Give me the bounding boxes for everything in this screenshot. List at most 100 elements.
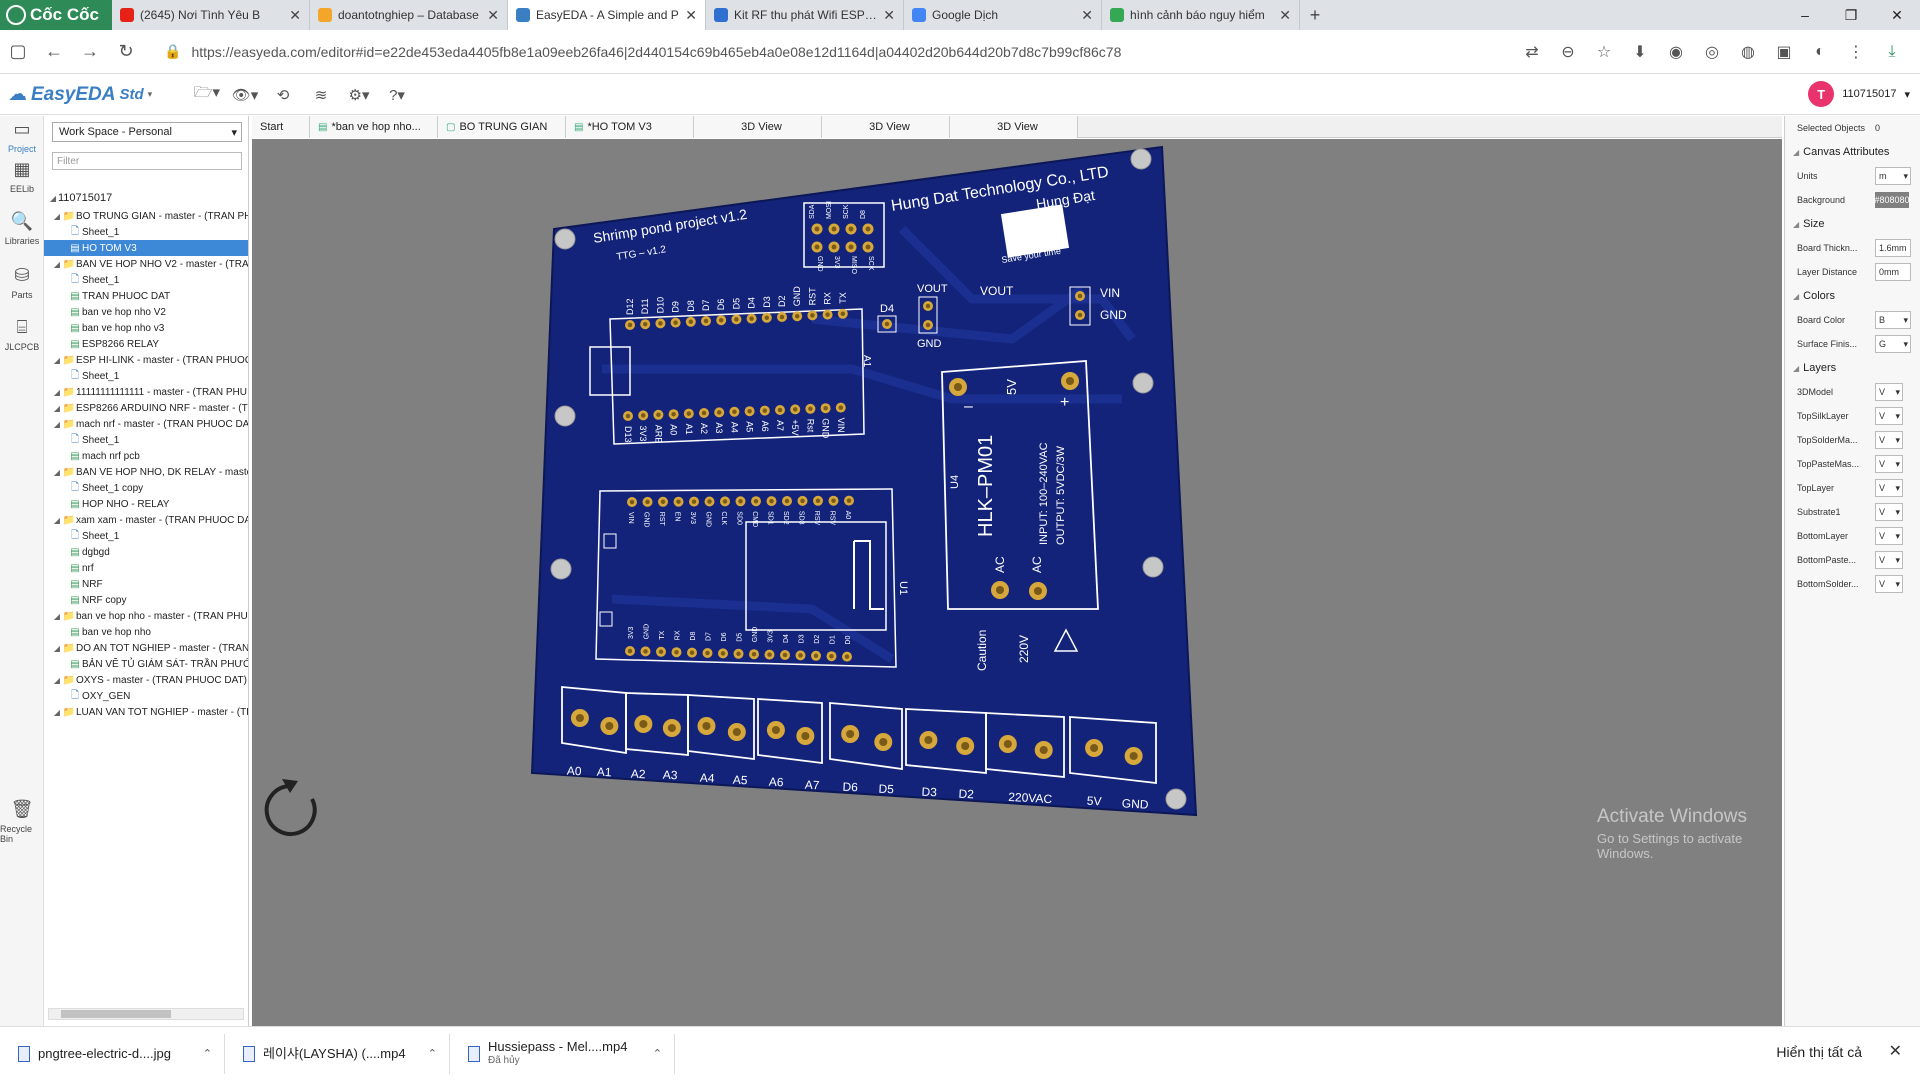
- horizontal-scrollbar[interactable]: [48, 1008, 244, 1020]
- layer-visibility-select[interactable]: V▾: [1875, 503, 1903, 521]
- user-menu[interactable]: T 110715017 ▾: [1808, 81, 1910, 107]
- layers-section[interactable]: ◢Layers: [1785, 356, 1920, 380]
- board-color-select[interactable]: B▾: [1875, 311, 1911, 329]
- help-icon[interactable]: ?▾: [389, 86, 405, 104]
- filter-input[interactable]: Filter: [52, 152, 242, 170]
- expand-icon[interactable]: ◢: [53, 707, 61, 717]
- tree-item-folder[interactable]: ◢📁mach nrf - master - (TRAN PHUOC DA: [44, 416, 248, 432]
- browser-tab[interactable]: doantotnghiep – Database✕: [310, 0, 508, 30]
- tree-item-sheet[interactable]: 🗋Sheet_1: [44, 224, 248, 240]
- doc-tab[interactable]: ▢BO TRUNG GIAN: [438, 116, 566, 138]
- rail-eelib[interactable]: ▦EELib: [0, 156, 44, 195]
- workspace-select[interactable]: Work Space - Personal ▾: [52, 122, 242, 142]
- show-all-downloads-link[interactable]: Hiển thị tất cả: [1776, 1044, 1862, 1060]
- surface-finish-select[interactable]: G▾: [1875, 335, 1911, 353]
- tree-root[interactable]: ◢110715017: [44, 188, 248, 208]
- tree-item-pcb[interactable]: ▤ban ve hop nho: [44, 624, 248, 640]
- extension-icon[interactable]: ◉: [1669, 43, 1683, 61]
- extension-icon-2[interactable]: ◎: [1705, 43, 1719, 61]
- tree-item-pcb[interactable]: ▤HOP NHO - RELAY: [44, 496, 248, 512]
- settings-gear-icon[interactable]: ⚙▾: [348, 86, 370, 104]
- tree-item-folder[interactable]: ◢📁11111111111111 - master - (TRAN PHU: [44, 384, 248, 400]
- zoom-icon[interactable]: ⊖: [1561, 43, 1575, 61]
- tree-item-folder[interactable]: ◢📁ban ve hop nho - master - (TRAN PHU: [44, 608, 248, 624]
- layers-icon[interactable]: ≋: [314, 86, 328, 104]
- expand-icon[interactable]: ◢: [53, 403, 61, 413]
- tab-close-icon[interactable]: ✕: [289, 6, 301, 23]
- profile-icon[interactable]: ◐: [1815, 42, 1825, 60]
- tree-item-pcb[interactable]: ▤BẢN VẼ TỦ GIÁM SÁT- TRẦN PHƯỚ: [44, 656, 248, 672]
- easyeda-logo[interactable]: ☁ EasyEDA Std ▾: [0, 83, 188, 106]
- sidebar-toggle-icon[interactable]: ▢: [9, 41, 27, 61]
- new-tab-button[interactable]: +: [1309, 4, 1321, 25]
- browser-tab[interactable]: hình cảnh báo nguy hiểm✕: [1102, 0, 1300, 30]
- tree-item-pcb[interactable]: ▤HO TOM V3: [44, 240, 248, 256]
- expand-icon[interactable]: ◢: [53, 643, 61, 653]
- expand-icon[interactable]: ◢: [49, 193, 57, 203]
- doc-tab[interactable]: ▤*ban ve hop nho...: [310, 116, 438, 138]
- layer-visibility-select[interactable]: V▾: [1875, 383, 1903, 401]
- tree-item-sheet[interactable]: 🗋OXY_GEN: [44, 688, 248, 704]
- extension-icon-4[interactable]: ▣: [1776, 43, 1792, 61]
- expand-icon[interactable]: ◢: [53, 387, 61, 397]
- tree-item-pcb[interactable]: ▤NRF copy: [44, 592, 248, 608]
- tree-item-pcb[interactable]: ▤NRF: [44, 576, 248, 592]
- tree-item-sheet[interactable]: 🗋Sheet_1: [44, 432, 248, 448]
- url-field[interactable]: 🔒 https://easyeda.com/editor#id=e22de453…: [152, 35, 1510, 69]
- menu-icon[interactable]: ⋮: [1848, 43, 1864, 61]
- tree-item-pcb[interactable]: ▤TRAN PHUOC DAT: [44, 288, 248, 304]
- colors-section[interactable]: ◢Colors: [1785, 284, 1920, 308]
- expand-icon[interactable]: ◢: [53, 611, 61, 621]
- expand-icon[interactable]: ◢: [53, 211, 61, 221]
- tab-close-icon[interactable]: ✕: [685, 6, 697, 23]
- tree-item-sheet[interactable]: 🗋Sheet_1: [44, 368, 248, 384]
- tree-item-folder[interactable]: ◢📁BAN VE HOP NHO, DK RELAY - maste: [44, 464, 248, 480]
- scrollbar-thumb[interactable]: [61, 1010, 171, 1018]
- layer-visibility-select[interactable]: V▾: [1875, 479, 1903, 497]
- tree-item-sheet[interactable]: 🗋Sheet_1: [44, 272, 248, 288]
- rail-recycle-bin[interactable]: 🗑Recycle Bin: [0, 796, 44, 845]
- doc-tab[interactable]: 3D View: [822, 116, 950, 138]
- background-swatch[interactable]: #808080: [1874, 192, 1910, 208]
- download-item[interactable]: pngtree-electric-d....jpg⌃: [0, 1033, 225, 1074]
- tree-item-folder[interactable]: ◢📁BO TRUNG GIAN - master - (TRAN PH: [44, 208, 248, 224]
- download-page-icon[interactable]: ⬇: [1633, 43, 1647, 61]
- history-icon[interactable]: ⟲: [276, 86, 290, 104]
- doc-tab[interactable]: 3D View: [950, 116, 1078, 138]
- units-select[interactable]: m▾: [1875, 167, 1911, 185]
- layer-visibility-select[interactable]: V▾: [1875, 455, 1903, 473]
- expand-icon[interactable]: ◢: [53, 259, 61, 269]
- doc-tab[interactable]: ▤*HO TOM V3: [566, 116, 694, 138]
- expand-icon[interactable]: ◢: [53, 355, 61, 365]
- tree-item-folder[interactable]: ◢📁xam xam - master - (TRAN PHUOC DA: [44, 512, 248, 528]
- download-item[interactable]: 레이샤(LAYSHA) (....mp4⌃: [225, 1033, 450, 1074]
- tree-item-pcb[interactable]: ▤mach nrf pcb: [44, 448, 248, 464]
- tree-item-pcb[interactable]: ▤ban ve hop nho v3: [44, 320, 248, 336]
- expand-icon[interactable]: ◢: [53, 675, 61, 685]
- layer-visibility-select[interactable]: V▾: [1875, 431, 1903, 449]
- expand-icon[interactable]: ◢: [53, 419, 61, 429]
- expand-icon[interactable]: ◢: [53, 515, 61, 525]
- close-window-icon[interactable]: ✕: [1891, 6, 1903, 23]
- coccoc-brand[interactable]: Cốc Cốc: [0, 0, 112, 30]
- layer-distance-input[interactable]: 0mm: [1875, 263, 1911, 281]
- chevron-up-icon[interactable]: ⌃: [427, 1048, 437, 1060]
- chevron-up-icon[interactable]: ⌃: [202, 1048, 212, 1060]
- close-download-bar-icon[interactable]: ✕: [1888, 1043, 1902, 1060]
- size-section[interactable]: ◢Size: [1785, 212, 1920, 236]
- tab-close-icon[interactable]: ✕: [883, 6, 895, 23]
- chevron-down-icon[interactable]: ▾: [147, 89, 153, 99]
- board-thickness-input[interactable]: 1.6mm: [1875, 239, 1911, 257]
- tree-item-folder[interactable]: ◢📁DO AN TOT NGHIEP - master - (TRAN: [44, 640, 248, 656]
- chevron-up-icon[interactable]: ⌃: [652, 1048, 662, 1060]
- rail-jlcpcb[interactable]: ⌸JLCPCB: [0, 314, 44, 353]
- translate-icon[interactable]: ⇄: [1525, 43, 1539, 61]
- extension-icon-3[interactable]: ◍: [1741, 43, 1755, 61]
- rail-project[interactable]: ▭Project: [0, 116, 44, 155]
- tree-item-folder[interactable]: ◢📁OXYS - master - (TRAN PHUOC DAT): [44, 672, 248, 688]
- bookmark-star-icon[interactable]: ☆: [1596, 43, 1612, 61]
- browser-tab[interactable]: Google Dịch✕: [904, 0, 1102, 30]
- forward-icon[interactable]: →: [81, 41, 99, 61]
